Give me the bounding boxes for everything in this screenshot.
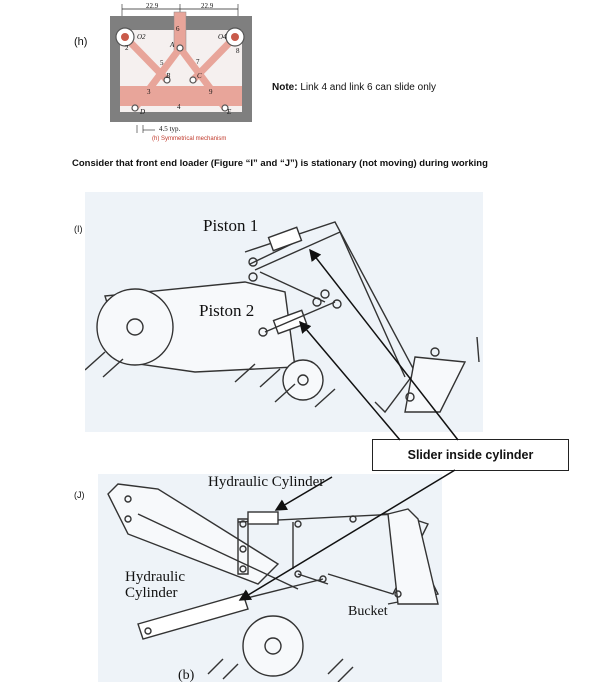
- link-9-num: 9: [209, 88, 213, 96]
- figure-j-label: (J): [74, 490, 85, 500]
- pin-a: A: [170, 41, 175, 49]
- figure-h-caption: (h) Symmetrical mechanism: [152, 136, 227, 142]
- pin-b: B: [166, 72, 171, 80]
- hydraulic-left-line-1: Hydraulic: [125, 569, 185, 585]
- link-6-num: 6: [176, 25, 180, 33]
- hydraulic-cylinder-left-label: Hydraulic Cylinder: [125, 569, 185, 601]
- figure-h-label: (h): [74, 36, 88, 48]
- figure-j-loader: [107, 483, 440, 682]
- figure-h-mechanism: [110, 4, 252, 133]
- link-5-num: 5: [160, 59, 164, 67]
- figure-i-loader: [85, 221, 480, 414]
- piston-1-label: Piston 1: [203, 216, 259, 235]
- dim-bottom: 4.5 typ.: [159, 125, 181, 133]
- figure-i-label: (I): [74, 224, 83, 234]
- arrow-to-piston-1: [309, 248, 459, 441]
- link-3-num: 3: [147, 88, 151, 96]
- pin-o4: O4: [218, 33, 227, 41]
- bucket-label: Bucket: [348, 604, 388, 619]
- arrow-to-hydraulic-top: [274, 476, 333, 511]
- link-8-num: 8: [236, 47, 240, 55]
- pin-c: C: [197, 72, 202, 80]
- callout-box: Slider inside cylinder: [372, 439, 569, 471]
- arrow-to-hydraulic-left: [238, 469, 456, 601]
- dim-right: 22.9: [201, 2, 214, 10]
- pin-d: D: [140, 108, 146, 116]
- arrow-to-piston-2: [299, 320, 401, 441]
- pin-e: E: [227, 108, 232, 116]
- pin-o2: O2: [137, 33, 146, 41]
- note-text: Note: Link 4 and link 6 can slide only: [272, 82, 436, 93]
- link-2-num: 2: [125, 44, 129, 52]
- note-prefix: Note:: [272, 82, 298, 93]
- link-7-num: 7: [196, 58, 200, 66]
- hydraulic-cylinder-top-label: Hydraulic Cylinder: [208, 474, 325, 490]
- hydraulic-left-line-2: Cylinder: [125, 585, 178, 601]
- link-4-num: 4: [177, 103, 181, 111]
- piston-2-label: Piston 2: [199, 301, 255, 320]
- subfigure-b-label: (b): [178, 668, 195, 683]
- note-body: Link 4 and link 6 can slide only: [297, 82, 436, 93]
- dim-left: 22.9: [146, 2, 159, 10]
- instruction-text: Consider that front end loader (Figure “…: [72, 158, 488, 169]
